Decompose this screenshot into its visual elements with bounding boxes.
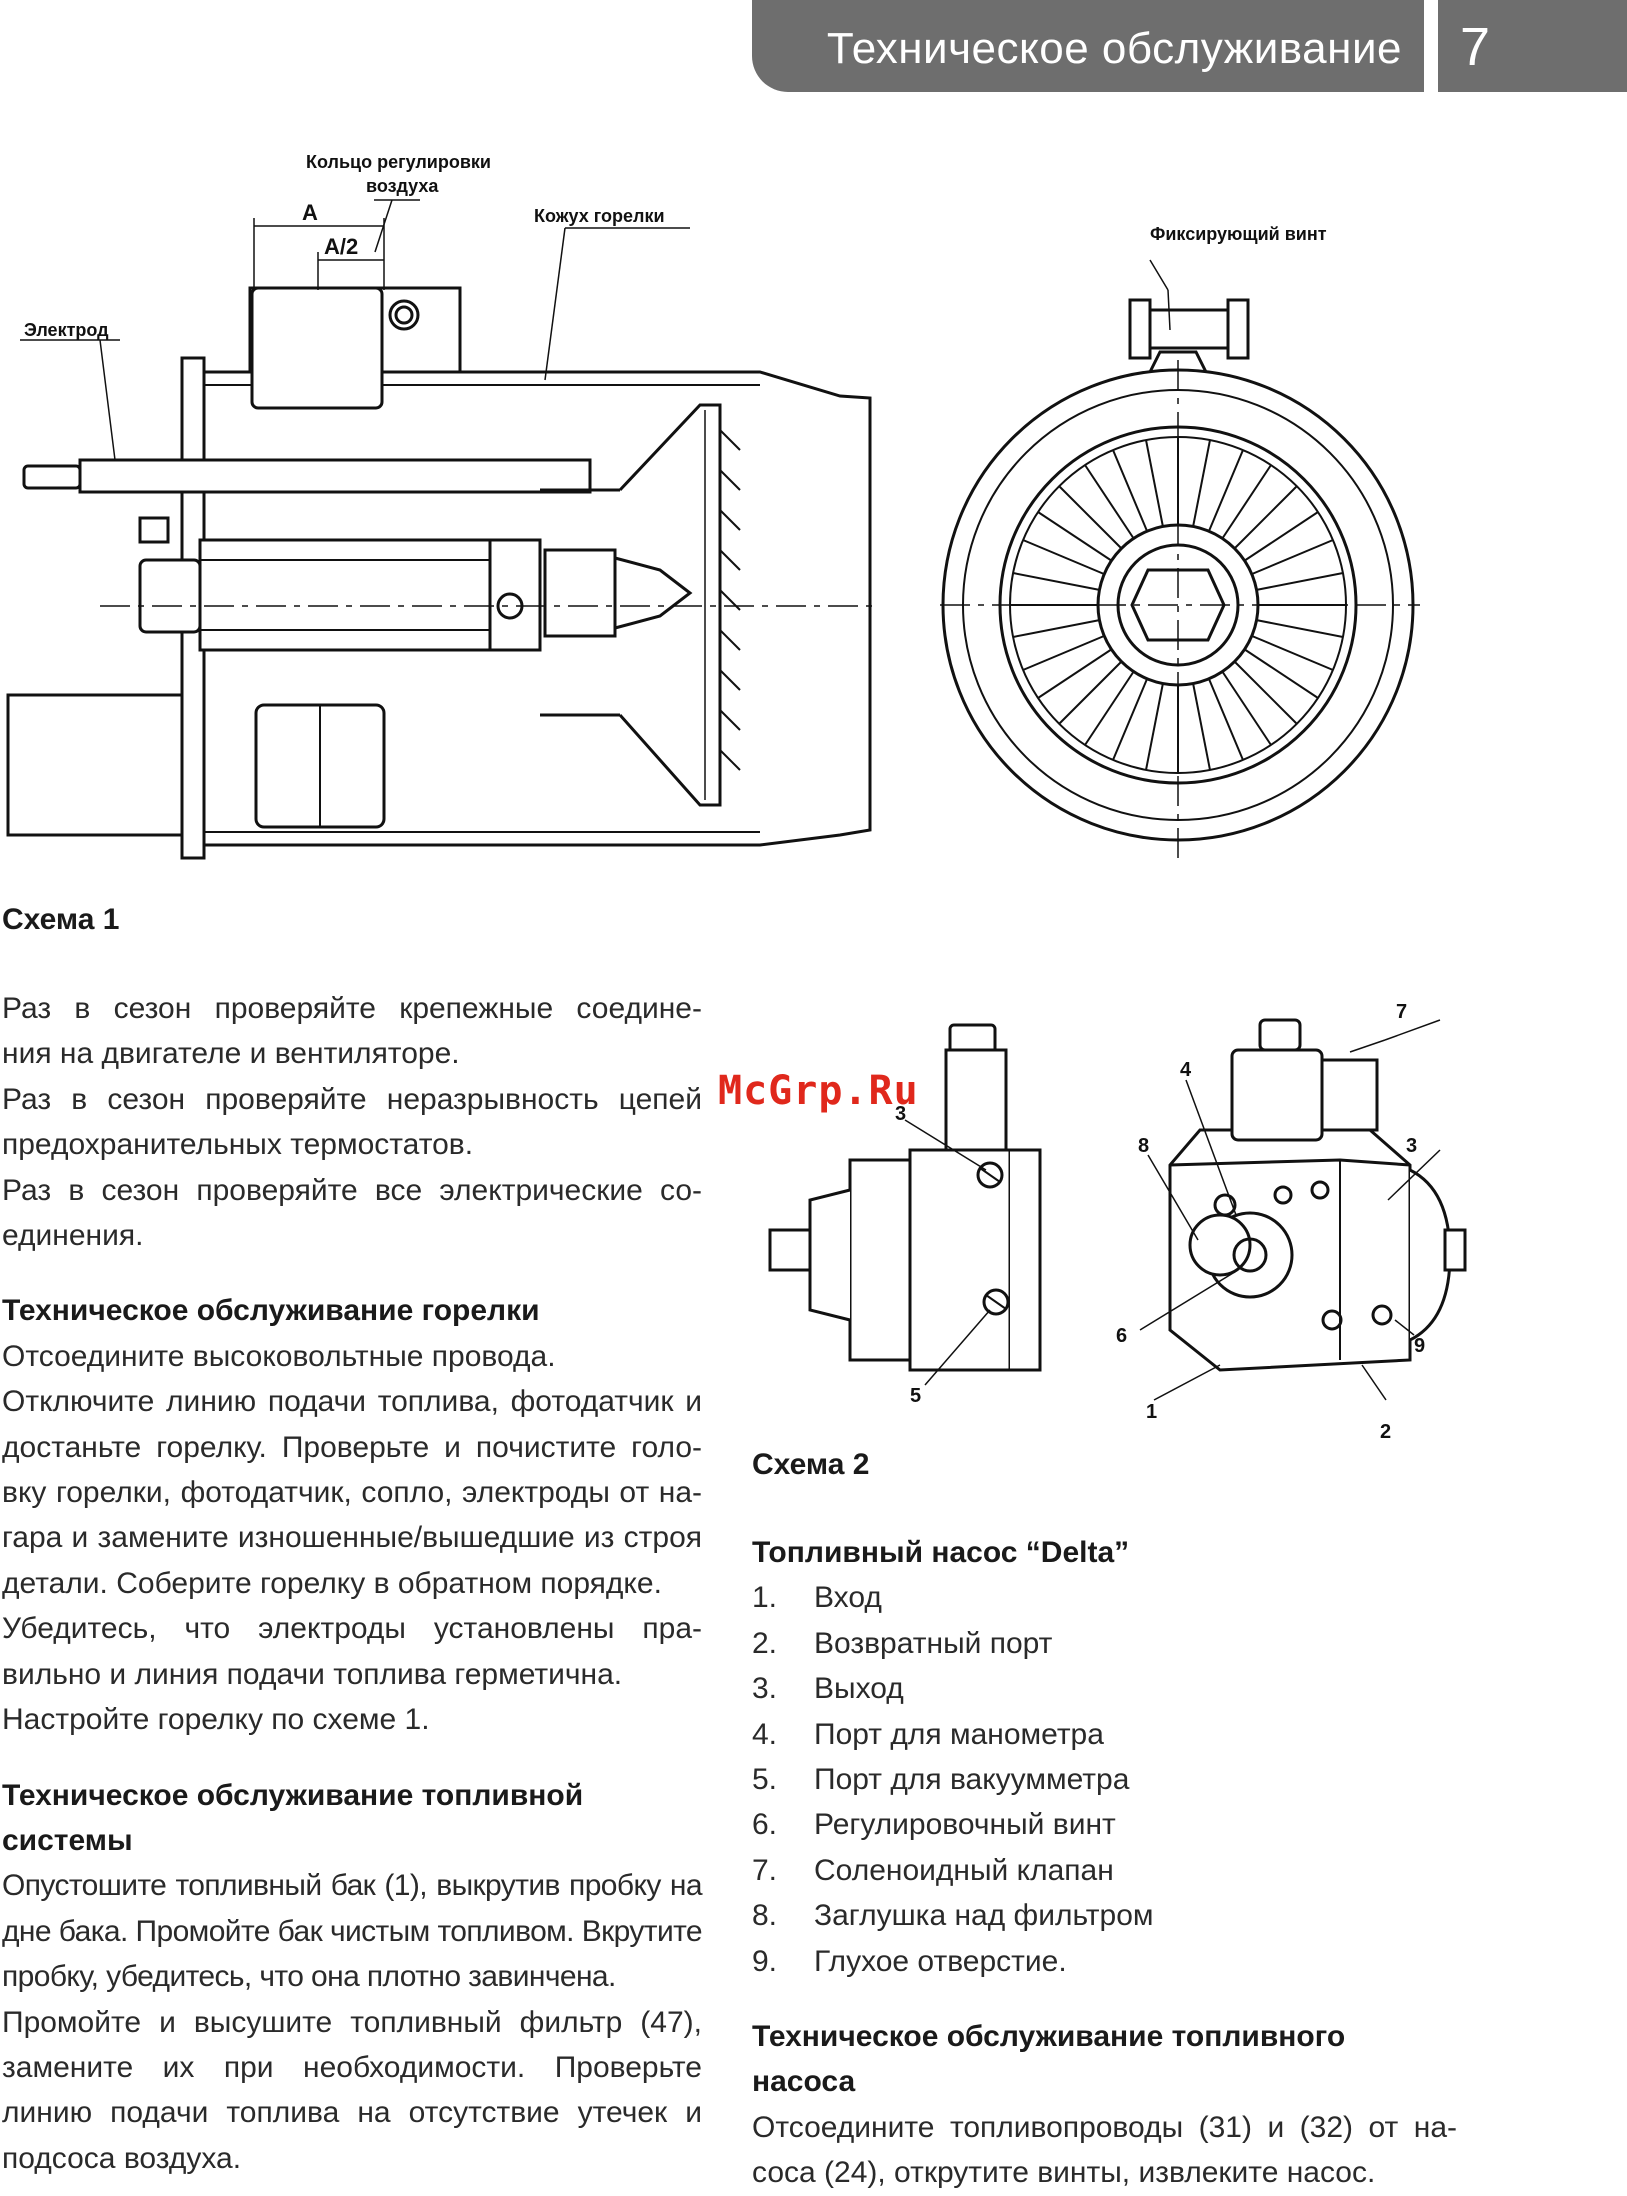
fuel-line: подсоса воздуха. (2, 2141, 242, 2175)
left-column: Раз в сезон проверяйте крепежные соедине… (2, 986, 703, 2181)
list-item: 8. Заглушка над фильтром (752, 1893, 1457, 1938)
label-electrode: Электрод (24, 320, 109, 340)
header-bar (752, 0, 1424, 92)
callout-8: 8 (1138, 1135, 1149, 1157)
fuel-line: линию подачи топлива на отсутствие утече… (2, 2096, 702, 2130)
callout-4: 4 (1180, 1059, 1192, 1081)
burner-line: вильно и линия подачи топлива герметична… (2, 1657, 623, 1691)
pump-maintenance-heading-line1: Техническое обслуживание топливного (752, 2020, 1346, 2054)
callout-3-left: 3 (895, 1103, 906, 1125)
burner-line: вку горелки, фотодатчик, сопло, электрод… (2, 1476, 702, 1510)
callout-3-right: 3 (1406, 1135, 1417, 1157)
item-number: 6. (752, 1808, 778, 1842)
page-number-tab (1438, 0, 1627, 92)
list-item: 1. Вход (752, 1575, 1457, 1620)
callout-9: 9 (1414, 1335, 1425, 1357)
item-number: 4. (752, 1717, 778, 1751)
burner-line: гара и замените изношенные/вышедшие из с… (2, 1521, 702, 1555)
season-check-line: единения. (2, 1219, 144, 1253)
pump-heading: Топливный насос “Delta” (752, 1536, 1130, 1569)
item-label: Порт для вакуумметра (814, 1763, 1130, 1797)
burner-maintenance-heading: Техническое обслуживание горелки (2, 1294, 540, 1328)
list-item: 3. Выход (752, 1666, 1457, 1711)
label-ring-line1: Кольцо регулировки (306, 152, 491, 172)
pump-maintenance-line: Отсоедините топливопроводы (31) и (32) о… (752, 2110, 1457, 2144)
item-label: Выход (814, 1672, 904, 1706)
burner-diagram: Кольцо регулировки воздуха Кожух горелки… (6, 152, 1420, 860)
item-number: 9. (752, 1944, 778, 1978)
item-label: Соленоидный клапан (814, 1853, 1114, 1887)
fuel-pump-diagram: 7 4 3 8 3 6 9 5 1 2 (768, 1001, 1467, 1443)
label-casing: Кожух горелки (534, 206, 665, 226)
callout-1: 1 (1146, 1401, 1157, 1423)
figure1-caption: Схема 1 (2, 903, 120, 936)
season-check-line: Раз в сезон проверяйте неразрывность цеп… (2, 1082, 702, 1116)
item-label: Вход (814, 1581, 882, 1615)
fuel-line: Опустошите топливный бак (1), выкрутив п… (2, 1869, 703, 1903)
season-check-line: Раз в сезон проверяйте все электрические… (2, 1173, 702, 1207)
item-number: 1. (752, 1581, 778, 1615)
section-title: Техническое обслуживание (826, 24, 1402, 73)
callout-6: 6 (1116, 1325, 1127, 1347)
label-fixing-screw: Фиксирующий винт (1150, 224, 1327, 244)
item-label: Регулировочный винт (814, 1808, 1116, 1842)
burner-line: детали. Соберите горелку в обратном поря… (2, 1566, 662, 1600)
figure2-caption: Схема 2 (752, 1448, 870, 1481)
pump-parts-list: 1. Вход 2. Возвратный порт 3. Выход 4. Порт … (752, 1575, 1457, 1984)
list-item: 7. Соленоидный клапан (752, 1848, 1457, 1893)
burner-line: Настройте горелку по схеме 1. (2, 1703, 430, 1737)
fuel-system-heading-line1: Техническое обслуживание топливной (2, 1778, 584, 1812)
list-item: 5. Порт для вакуумметра (752, 1757, 1457, 1802)
season-check-line: предохранительных термостатов. (2, 1128, 474, 1162)
season-check-line: ния на двигателе и вентиляторе. (2, 1037, 460, 1071)
item-label: Заглушка над фильтром (814, 1899, 1154, 1933)
fuel-system-heading-line2: системы (2, 1823, 133, 1857)
item-number: 3. (752, 1672, 778, 1706)
list-item: 9. Глухое отверстие. (752, 1939, 1457, 1984)
fuel-line: дне бака. Промойте бак чистым топливом. … (2, 1914, 703, 1948)
list-item: 6. Регулировочный винт (752, 1802, 1457, 1847)
callout-7: 7 (1396, 1001, 1407, 1023)
item-label: Возвратный порт (814, 1626, 1053, 1660)
label-dim-a: A (302, 200, 318, 225)
page-number: 7 (1460, 17, 1491, 77)
pump-maintenance-line: соса (24), открутите винты, извлеките на… (752, 2156, 1376, 2190)
item-number: 8. (752, 1899, 778, 1933)
item-number: 2. (752, 1626, 778, 1660)
fuel-line: Промойте и высушите топливный фильтр (47… (2, 2005, 702, 2039)
fuel-line: замените их при необходимости. Проверьте (2, 2050, 702, 2084)
item-label: Порт для манометра (814, 1717, 1104, 1751)
list-item: 2. Возвратный порт (752, 1621, 1457, 1666)
fuel-line: пробку, убедитесь, что она плотно завинч… (2, 1960, 616, 1994)
label-ring-line2: воздуха (366, 176, 439, 196)
burner-line: Отсоедините высоковольтные провода. (2, 1339, 556, 1373)
item-number: 5. (752, 1763, 778, 1797)
burner-line: Отключите линию подачи топлива, фотодатч… (2, 1385, 702, 1419)
item-number: 7. (752, 1853, 778, 1887)
callout-2: 2 (1380, 1421, 1391, 1443)
item-label: Глухое отверстие. (814, 1944, 1067, 1978)
list-item: 4. Порт для манометра (752, 1712, 1457, 1757)
label-dim-a-half: A/2 (324, 234, 358, 259)
right-column: Топливный насос “Delta” 1. Вход 2. Возврат… (752, 1530, 1457, 2196)
pump-maintenance-heading-line2: насоса (752, 2065, 856, 2099)
season-check-line: Раз в сезон проверяйте крепежные соедине… (2, 992, 702, 1025)
callout-5: 5 (910, 1385, 921, 1407)
burner-line: достаньте горелку. Проверьте и почистите… (2, 1430, 702, 1464)
watermark-text: McGrp.Ru (718, 1068, 919, 1114)
burner-line: Убедитесь, что электроды установлены пра… (2, 1612, 702, 1646)
